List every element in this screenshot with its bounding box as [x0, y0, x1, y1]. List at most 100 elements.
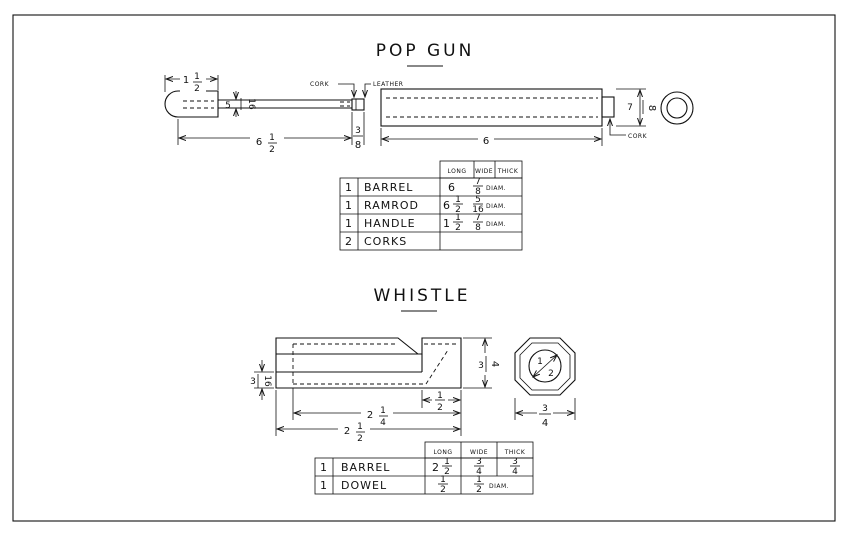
dim-numerator: 3	[250, 377, 256, 387]
whistle-notch-dimension: 1 2	[421, 390, 462, 413]
fraction-denominator: 2	[476, 485, 482, 495]
fraction-denominator: 8	[475, 223, 481, 233]
fraction-denominator: 2	[455, 205, 461, 215]
whistle-end-view: 1 2	[514, 337, 576, 396]
row-qty: 1	[345, 217, 353, 230]
octagon-outer	[514, 337, 576, 396]
row-note: DIAM.	[486, 203, 506, 210]
octagon-inner	[519, 342, 571, 391]
row-qty: 1	[320, 461, 328, 474]
dim-denominator: 4	[542, 418, 548, 429]
header-thick: THICK	[504, 449, 526, 456]
row-long-whole: 2	[432, 461, 440, 474]
fraction-denominator: 2	[444, 467, 450, 477]
whistle-bore-hidden	[425, 349, 449, 385]
dim-denominator: 16	[262, 375, 272, 387]
dim-numerator: 1	[194, 72, 200, 82]
row-qty: 1	[345, 199, 353, 212]
handle-length-dimension: 1 1 2	[164, 70, 219, 94]
header-wide: WIDE	[470, 449, 488, 456]
row-long-whole: 6	[448, 181, 456, 194]
row-long-whole: 6	[443, 199, 451, 212]
fraction-numerator: 7	[475, 213, 481, 223]
dim-numerator: 3	[478, 361, 484, 371]
fraction-numerator: 1	[444, 457, 450, 467]
dim-value: 6	[483, 136, 489, 147]
whistle-end-width-dimension: 3 4	[514, 398, 576, 429]
row-item-name: DOWEL	[341, 479, 387, 492]
header-thick: THICK	[497, 168, 519, 175]
dim-denominator: 8	[646, 105, 657, 111]
dim-numerator: 3	[355, 126, 361, 136]
leather-label: LEATHER	[373, 81, 403, 88]
bore-diameter-arrow	[533, 355, 557, 377]
row-item-name: BARREL	[364, 181, 413, 194]
popgun-ramrod-view	[164, 90, 365, 118]
barrel-length-dimension: 6	[380, 128, 603, 147]
barrel-diameter-dimension: 7 8	[616, 88, 657, 127]
dim-numerator: 1	[357, 422, 363, 432]
dim-denominator: 16	[246, 98, 256, 110]
row-qty: 1	[345, 181, 353, 194]
whistle-side-view	[275, 337, 462, 389]
row-item-name: HANDLE	[364, 217, 416, 230]
row-note: DIAM.	[486, 185, 506, 192]
cork-leather-tip	[351, 98, 365, 111]
fraction-denominator: 16	[472, 205, 484, 215]
row-note: DIAM.	[486, 221, 506, 228]
whistle-slot-dimension: 3 16	[250, 360, 274, 400]
header-long: LONG	[434, 449, 453, 456]
whistle-body-outline	[275, 337, 462, 389]
leather-leader	[365, 83, 371, 97]
dim-denominator: 2	[194, 84, 200, 94]
row-note: DIAM.	[489, 483, 509, 490]
dim-numerator: 1	[437, 391, 443, 401]
fraction-denominator: 4	[476, 467, 482, 477]
whistle-bore-circle	[528, 349, 562, 383]
cork-label: CORK	[310, 81, 330, 88]
cork-right-label: CORK	[628, 133, 648, 140]
whistle-total-length-dimension: 2 1 2	[275, 390, 462, 444]
dim-whole: 2	[344, 426, 350, 437]
handle-outline	[164, 90, 219, 118]
header-wide: WIDE	[475, 168, 493, 175]
header-long: LONG	[448, 168, 467, 175]
dim-whole: 6	[256, 137, 262, 148]
dim-denominator: 2	[269, 145, 275, 155]
fraction-numerator: 1	[476, 475, 482, 485]
barrel-end-inner-circle	[666, 97, 688, 119]
barrel-end-outer-circle	[660, 91, 694, 125]
row-qty: 1	[320, 479, 328, 492]
ramrod-diameter-dimension: 5 16	[225, 91, 256, 117]
dim-whole: 2	[367, 410, 373, 421]
dim-denominator: 2	[357, 434, 363, 444]
row-item-name: BARREL	[341, 461, 390, 474]
dim-denominator: 4	[489, 361, 500, 367]
row-qty: 2	[345, 235, 353, 248]
ramrod-total-length-dimension: 6 1 2 3 8	[177, 112, 365, 155]
sheet-border	[12, 14, 836, 522]
popgun-barrel-view	[380, 88, 615, 127]
dim-whole: 1	[183, 75, 189, 86]
whistle-height-dimension: 3 4	[463, 337, 500, 389]
fraction-numerator: 3	[476, 457, 482, 467]
fraction-numerator: 1	[455, 213, 461, 223]
dim-numerator: 3	[542, 404, 548, 414]
fraction-denominator: 2	[440, 485, 446, 495]
fraction-numerator: 5	[475, 195, 481, 205]
fraction-numerator: 1	[455, 195, 461, 205]
dim-numerator: 1	[380, 406, 386, 416]
fraction-numerator: 3	[512, 457, 518, 467]
cork-right-leader	[610, 119, 626, 136]
dim-numerator: 1	[269, 133, 275, 143]
barrel-cork	[601, 96, 615, 118]
fraction-denominator: 4	[512, 467, 518, 477]
dim-numerator: 7	[627, 103, 633, 113]
barrel-outline	[380, 88, 603, 127]
row-long-whole: 1	[443, 217, 451, 230]
fraction-numerator: 1	[440, 475, 446, 485]
dim-denominator: 8	[355, 140, 361, 151]
whistle-title: WHISTLE	[374, 286, 471, 306]
